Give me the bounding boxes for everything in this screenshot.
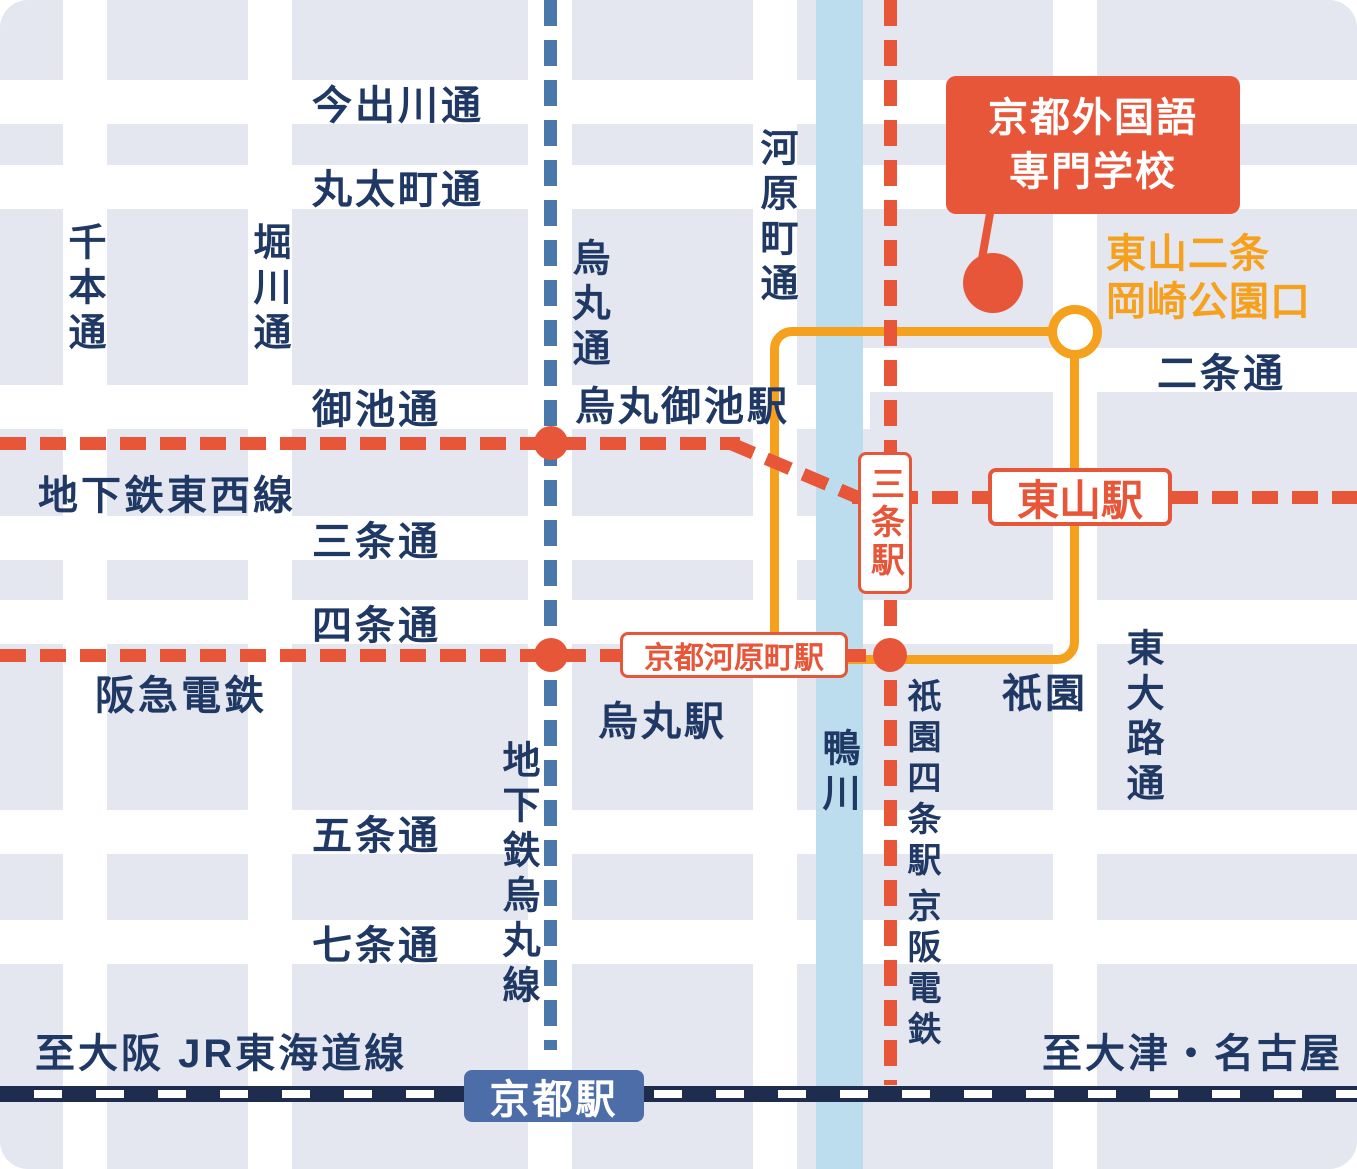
street-horikawa (248, 0, 292, 1169)
school-name-box: 京都外国語 専門学校 (946, 76, 1240, 214)
street-oike (0, 385, 870, 429)
label-horikawa: 堀川通 (247, 222, 289, 357)
higashiyama-station-box: 東山駅 (988, 468, 1172, 526)
street-nijo (863, 348, 1357, 392)
label-karasuma-subway: 地下鉄烏丸線 (496, 740, 538, 1010)
label-shijo-dori: 四条通 (312, 604, 441, 648)
label-tozai-line: 地下鉄東西線 (38, 474, 296, 518)
label-kawaramachi-dori: 河原町通 (754, 128, 796, 308)
jr-line-dashes (0, 1090, 1357, 1098)
kyoto-kawaramachi-station-box: 京都河原町駅 (620, 632, 848, 678)
school-location-dot (963, 253, 1023, 313)
bus-stop-label-line2: 岡崎公園口 (1106, 280, 1311, 324)
label-gion-shijo-station: 祇園四条駅 (902, 678, 940, 883)
street-senbon (63, 0, 107, 1169)
street-shichijo (0, 920, 1357, 964)
label-gojo-dori: 五条通 (312, 814, 441, 858)
kawaramachi-station-dot (873, 638, 907, 672)
label-karasuma-dori: 烏丸通 (566, 238, 608, 373)
street-sanjo (0, 516, 870, 560)
label-sanjo-dori: 三条通 (312, 520, 441, 564)
jr-tokaido-line (0, 1086, 1357, 1102)
label-imadegawa: 今出川通 (312, 84, 484, 128)
label-oike: 御池通 (312, 388, 441, 432)
label-higashioji-dori: 東大路通 (1120, 628, 1162, 808)
label-hankyu: 阪急電鉄 (95, 674, 267, 718)
label-gion: 祇園 (1002, 672, 1088, 716)
label-nijo-dori: 二条通 (1157, 352, 1286, 396)
sanjo-station-box: 三条駅 (858, 452, 912, 594)
label-karasuma-oike-station: 烏丸御池駅 (575, 385, 790, 429)
label-keihan: 京阪電鉄 (902, 888, 940, 1052)
kamogawa-river (816, 0, 863, 1169)
bus-stop-label: 東山二条 岡崎公園口 (1106, 230, 1311, 326)
school-name-line2: 専門学校 (1009, 150, 1177, 194)
bus-stop-dot (1048, 305, 1102, 359)
label-shichijo-dori: 七条通 (312, 924, 441, 968)
label-kamogawa: 鴨川 (816, 728, 858, 818)
kyoto-station-box: 京都駅 (464, 1070, 644, 1122)
label-to-otsu-nagoya: 至大津・名古屋 (1042, 1032, 1343, 1076)
label-marutamachi: 丸太町通 (312, 168, 484, 212)
label-karasuma-station: 烏丸駅 (598, 700, 727, 744)
street-gojo (0, 810, 1357, 854)
school-name-line1: 京都外国語 (988, 96, 1198, 140)
label-senbon: 千本通 (62, 222, 104, 357)
bus-stop-label-line1: 東山二条 (1106, 232, 1270, 276)
tozai-line-west (0, 437, 740, 450)
label-to-osaka-jr: 至大阪 JR東海道線 (35, 1032, 408, 1076)
karasuma-oike-station-dot (534, 426, 568, 460)
karasuma-station-dot (534, 638, 568, 672)
karasuma-subway-line (544, 0, 557, 1050)
